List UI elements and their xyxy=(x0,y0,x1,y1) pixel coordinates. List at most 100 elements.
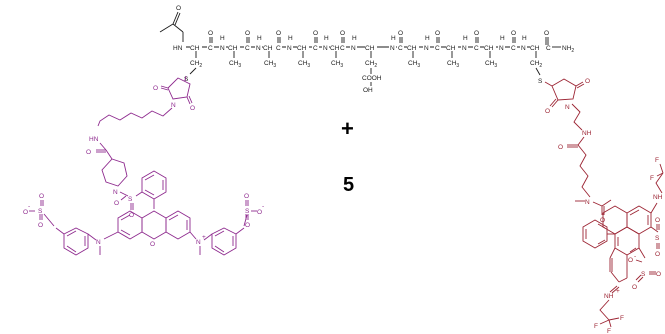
svg-text:CH: CH xyxy=(446,45,456,52)
succinimide-n: N xyxy=(171,102,176,109)
svg-text:O: O xyxy=(655,217,660,224)
svg-text:+: + xyxy=(202,234,206,241)
svg-text:CH3: CH3 xyxy=(485,60,497,69)
svg-text:H: H xyxy=(288,35,293,42)
carbonyl-o-7: O xyxy=(435,30,440,37)
svg-text:CH2: CH2 xyxy=(190,60,202,69)
cf3-upper-f1: F xyxy=(655,157,659,164)
svg-text:O: O xyxy=(655,251,660,258)
svg-text:N: N xyxy=(462,45,467,52)
svg-text:C: C xyxy=(340,45,345,52)
svg-text:H: H xyxy=(522,35,527,42)
svg-text:O: O xyxy=(656,271,661,278)
plus-sign: + xyxy=(341,116,354,141)
svg-text:C: C xyxy=(474,45,479,52)
carbonyl-o-5: O xyxy=(340,30,345,37)
svg-text:CH: CH xyxy=(530,45,540,52)
carbonyl-o-2: O xyxy=(245,30,250,37)
aspartate-side-chain: CH2 COOH OH xyxy=(362,51,382,94)
sulfonyl-s: S xyxy=(128,196,133,203)
svg-text:O: O xyxy=(544,30,549,37)
left-cysteine-side-chain: CH2 S xyxy=(184,51,202,83)
svg-text:H: H xyxy=(257,35,262,42)
carbonyl-o-1: O xyxy=(208,30,213,37)
svg-text:C: C xyxy=(511,45,516,52)
terminal-amide: NH2 xyxy=(562,45,574,54)
svg-text:CH3: CH3 xyxy=(229,60,241,69)
cf3-lower-f2: F xyxy=(594,323,598,330)
svg-text:CH: CH xyxy=(484,45,494,52)
svg-text:C: C xyxy=(398,45,403,52)
right-sulfonate-s: S xyxy=(245,208,250,215)
svg-text:C: C xyxy=(435,45,440,52)
methyl-side-chains: CH3 CH3 CH3 CH3 CH3 CH3 CH3 xyxy=(229,51,497,69)
succinimide-o-4: O xyxy=(545,108,550,115)
svg-text:C: C xyxy=(208,45,213,52)
right-methylamide-n: N xyxy=(585,199,590,206)
svg-text:CH2: CH2 xyxy=(530,60,542,69)
svg-text:H: H xyxy=(500,35,505,42)
lower-nh-plus: NH xyxy=(604,293,614,300)
svg-text:COOH: COOH xyxy=(362,75,382,82)
svg-text:CH: CH xyxy=(407,45,417,52)
svg-text:N: N xyxy=(256,45,261,52)
svg-text:C: C xyxy=(313,45,318,52)
svg-text:O: O xyxy=(129,212,134,219)
svg-text:H: H xyxy=(352,35,357,42)
succinimide-o-1: O xyxy=(153,85,158,92)
svg-text:N: N xyxy=(424,45,429,52)
acetyl-amide-n: HN xyxy=(173,45,183,52)
svg-text:N: N xyxy=(287,45,292,52)
svg-text:H: H xyxy=(220,35,225,42)
carbonyl-o-4: O xyxy=(313,30,318,37)
svg-text:O: O xyxy=(245,222,250,229)
carbonyl-o-6: O xyxy=(398,30,403,37)
right-amide-o-2: O xyxy=(600,217,605,224)
svg-text:CH: CH xyxy=(365,45,375,52)
cf3-lower-f3: F xyxy=(607,328,611,334)
cf3-lower-f1: F xyxy=(620,315,624,322)
svg-text:O: O xyxy=(632,284,637,291)
carbonyl-o-3: O xyxy=(276,30,281,37)
compound-number: 5 xyxy=(343,174,354,196)
svg-text:-: - xyxy=(262,203,264,210)
succinimide-o-2: O xyxy=(190,105,195,112)
svg-text:H: H xyxy=(324,35,329,42)
svg-text:CH3: CH3 xyxy=(408,60,420,69)
svg-text:OH: OH xyxy=(363,87,373,94)
svg-text:+: + xyxy=(616,288,620,295)
svg-text:CH: CH xyxy=(190,45,200,52)
iminium-n: N xyxy=(196,239,201,246)
right-amide-o: O xyxy=(558,144,563,151)
svg-text:CH3: CH3 xyxy=(331,60,343,69)
linker-amide-n: HN xyxy=(89,136,99,143)
svg-text:CH: CH xyxy=(228,45,238,52)
lower-sulfonate-s: S xyxy=(641,271,646,278)
svg-text:O: O xyxy=(39,193,44,200)
svg-text:O: O xyxy=(244,193,249,200)
svg-text:N: N xyxy=(390,45,395,52)
left-aniline-n: N xyxy=(96,239,101,246)
carbonyl-o-9: O xyxy=(511,30,516,37)
svg-text:S: S xyxy=(538,78,543,85)
svg-text:CH3: CH3 xyxy=(447,60,459,69)
svg-text:C: C xyxy=(276,45,281,52)
svg-text:O: O xyxy=(257,209,262,216)
left-sulfonate-s: S xyxy=(38,208,43,215)
right-cysteine-side-chain: CH2 S xyxy=(530,51,543,85)
svg-text:N: N xyxy=(499,45,504,52)
backbone-labels: CH C N H CH C N H CH C N H CH C N xyxy=(190,30,574,54)
left-dye-conjugate: O O N HN O N S O O O xyxy=(23,75,264,256)
svg-text:H: H xyxy=(391,35,396,42)
svg-text:O: O xyxy=(628,257,633,264)
svg-text:-: - xyxy=(634,253,636,260)
svg-text:N: N xyxy=(351,45,356,52)
upper-nh: NH xyxy=(653,194,663,201)
acetyl-oxygen: O xyxy=(176,5,181,12)
svg-text:O: O xyxy=(114,200,119,207)
piperidine-n: N xyxy=(113,189,118,196)
right-dye-conjugate: O O N NH O N O NH F xyxy=(544,78,664,334)
svg-text:O: O xyxy=(38,222,43,229)
amide-o: O xyxy=(86,149,91,156)
